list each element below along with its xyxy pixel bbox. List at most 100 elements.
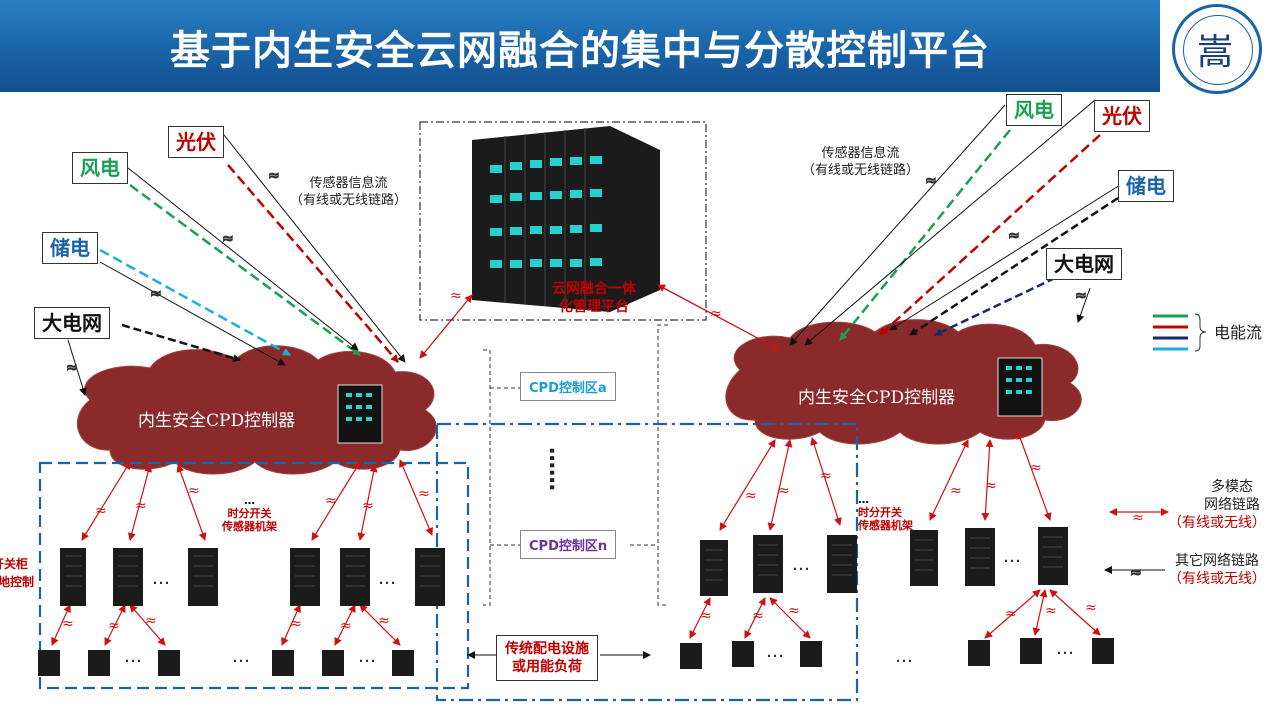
multimodal-legend-3: （有线或无线） bbox=[1168, 515, 1266, 531]
svg-text:≈: ≈ bbox=[62, 616, 74, 632]
central-server-icon bbox=[472, 126, 660, 312]
cut-label-left-2: 地控制 bbox=[0, 575, 35, 589]
sensor-flow-label-right: 传感器信息流 （有线或无线链路） bbox=[802, 145, 919, 179]
storage-sensor-line-right bbox=[889, 184, 1121, 331]
other-link-legend-1: 其它网络链路 bbox=[1175, 553, 1259, 569]
pv-sensor-line-left bbox=[219, 129, 406, 363]
rack-label-right-line1: 时分开关 bbox=[858, 506, 902, 519]
wind-sensor-line-left bbox=[127, 167, 359, 351]
rack-label-left-line2: 传感器机架 bbox=[222, 520, 277, 533]
right-controller-label: 内生安全CPD控制器 bbox=[798, 388, 956, 408]
multimodal-legend-2: 网络链路 bbox=[1204, 497, 1260, 513]
platform-label-1: 云网融合一体 bbox=[552, 281, 636, 297]
link-platform-right bbox=[657, 284, 781, 351]
storage-label-left: 储电 bbox=[42, 232, 98, 264]
wind-energy-line-left bbox=[129, 183, 361, 357]
pv-sensor-line-right bbox=[804, 99, 1096, 346]
pv-label-left: 光伏 bbox=[168, 126, 224, 158]
svg-text:≈: ≈ bbox=[378, 613, 390, 629]
term-ellipsis-5: … bbox=[895, 646, 913, 667]
svg-text:≈: ≈ bbox=[362, 498, 374, 514]
svg-text:≈: ≈ bbox=[985, 478, 997, 494]
wind-label-left: 风电 bbox=[72, 152, 128, 184]
grid-label-right: 大电网 bbox=[1046, 248, 1122, 280]
pv-label-right: 光伏 bbox=[1094, 100, 1150, 132]
term-ellipsis-3: … bbox=[358, 646, 376, 667]
page-title: 基于内生安全云网融合的集中与分散控制平台 bbox=[170, 28, 990, 74]
multimodal-legend: 多模态 网络链路 （有线或无线） bbox=[1168, 478, 1266, 532]
grid-sensor-line-right bbox=[1076, 287, 1091, 323]
link-platform-left bbox=[419, 294, 473, 359]
svg-text:≈: ≈ bbox=[710, 306, 722, 322]
svg-text:≈: ≈ bbox=[1130, 565, 1142, 581]
rack-label-right: … 时分开关 传感器机架 bbox=[858, 493, 913, 532]
svg-text:≈: ≈ bbox=[1085, 600, 1097, 616]
legacy-label-1: 传统配电设施 bbox=[505, 641, 589, 657]
terminal-units bbox=[38, 638, 1114, 676]
rack-ellipsis-2: … bbox=[378, 568, 396, 589]
platform-label: 云网融合一体 化管理平台 bbox=[552, 280, 636, 316]
svg-text:≈: ≈ bbox=[1075, 288, 1087, 304]
rack-label-left: … 时分开关 传感器机架 bbox=[222, 494, 277, 533]
grid-sensor-line-left bbox=[67, 339, 87, 396]
energy-flow-legend-lines bbox=[1153, 313, 1207, 352]
rack-ellipsis-4: … bbox=[1003, 546, 1021, 567]
svg-text:≈: ≈ bbox=[95, 503, 107, 519]
wind-label-right: 风电 bbox=[1006, 94, 1062, 126]
svg-text:≈: ≈ bbox=[418, 486, 430, 502]
sensor-flow-sub-left: （有线或无线链路） bbox=[290, 193, 408, 208]
logo-mark-icon: 嵩 bbox=[1197, 32, 1234, 73]
zone-dots: …… bbox=[544, 447, 569, 491]
svg-text:≈: ≈ bbox=[700, 608, 712, 624]
svg-text:≈: ≈ bbox=[925, 173, 937, 189]
svg-text:≈: ≈ bbox=[135, 498, 147, 514]
songshan-lab-logo: 嵩 bbox=[1172, 4, 1262, 94]
term-ellipsis-1: … bbox=[124, 646, 142, 667]
sensor-flow-label-left: 传感器信息流 （有线或无线链路） bbox=[290, 175, 407, 209]
sensor-flow-title-right: 传感器信息流 bbox=[821, 146, 900, 161]
zone-a-label: CPD控制区a bbox=[520, 372, 616, 401]
rack-ellipsis-3: … bbox=[792, 554, 810, 575]
svg-text:≈: ≈ bbox=[752, 608, 764, 624]
right-cloud-rack-icon bbox=[997, 357, 1043, 417]
svg-text:≈: ≈ bbox=[1030, 460, 1042, 476]
svg-text:≈: ≈ bbox=[1132, 510, 1144, 526]
term-ellipsis-4: … bbox=[766, 641, 784, 662]
svg-text:≈: ≈ bbox=[150, 286, 162, 302]
storage-label-right: 储电 bbox=[1118, 170, 1174, 202]
term-ellipsis-2: … bbox=[232, 646, 250, 667]
left-cloud-rack-icon bbox=[337, 384, 383, 444]
svg-text:≈: ≈ bbox=[1045, 603, 1057, 619]
storage-energy-line-right bbox=[909, 196, 1119, 337]
platform-label-2: 化管理平台 bbox=[559, 299, 629, 315]
sensor-flow-title-left: 传感器信息流 bbox=[309, 176, 388, 191]
legacy-facility-box: 传统配电设施 或用能负荷 bbox=[496, 635, 598, 681]
storage-energy-line-left bbox=[99, 248, 291, 357]
other-link-legend-2: （有线或无线） bbox=[1168, 571, 1266, 587]
multimodal-legend-1: 多模态 bbox=[1211, 479, 1253, 495]
svg-text:≈: ≈ bbox=[1005, 606, 1017, 622]
pv-energy-line-right bbox=[879, 134, 1101, 336]
left-controller-label: 内生安全CPD控制器 bbox=[138, 411, 296, 431]
svg-text:≈: ≈ bbox=[108, 618, 120, 634]
svg-text:≈: ≈ bbox=[820, 468, 832, 484]
cut-label-left: 开关柜 地控制 bbox=[0, 555, 34, 591]
rack-ellipsis-1: … bbox=[152, 568, 170, 589]
svg-text:≈: ≈ bbox=[788, 603, 800, 619]
zone-n-label: CPD控制区n bbox=[520, 530, 617, 559]
grid-energy-line-right bbox=[934, 276, 1056, 337]
pv-energy-line-left bbox=[227, 164, 399, 363]
wind-energy-line-right bbox=[839, 129, 1011, 341]
svg-text:≈: ≈ bbox=[290, 616, 302, 632]
rack-label-left-line1: 时分开关 bbox=[227, 507, 272, 520]
svg-text:≈: ≈ bbox=[745, 488, 757, 504]
title-banner: 基于内生安全云网融合的集中与分散控制平台 bbox=[0, 0, 1160, 92]
energy-flow-legend: 电能流 bbox=[1214, 323, 1263, 342]
right-controller-cloud bbox=[725, 319, 1082, 445]
storage-sensor-line-left bbox=[99, 261, 286, 366]
other-link-legend: 其它网络链路 （有线或无线） bbox=[1168, 552, 1266, 588]
svg-text:≈: ≈ bbox=[340, 618, 352, 634]
rack-label-left-dots: … bbox=[244, 494, 255, 507]
sensor-flow-sub-right: （有线或无线链路） bbox=[802, 163, 920, 178]
